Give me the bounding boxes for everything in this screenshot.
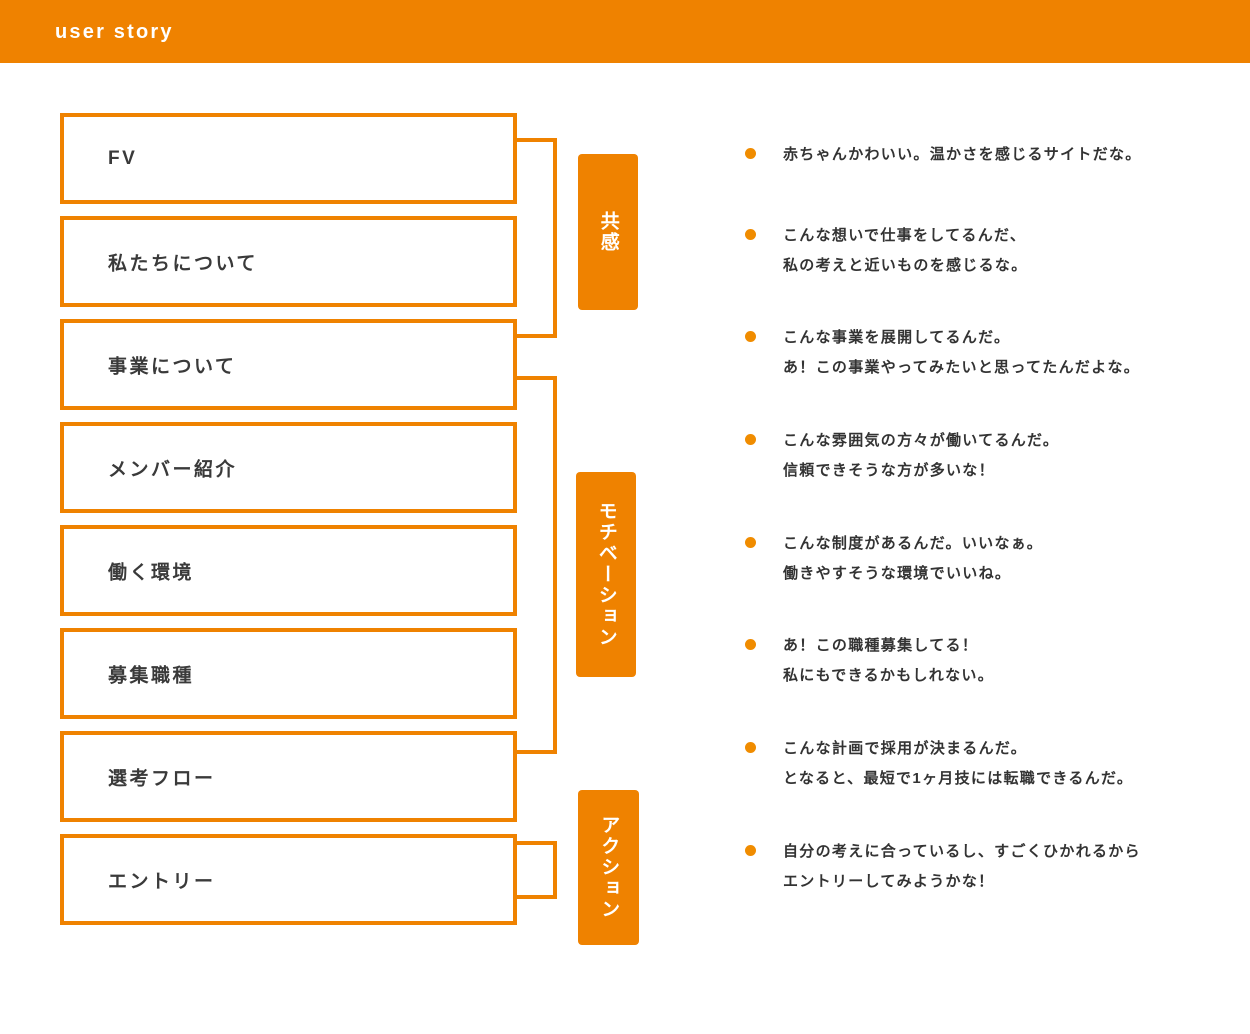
section-box-label: 選考フロー xyxy=(108,768,216,789)
story-line: となると、最短で1ヶ月技には転職できるんだ。 xyxy=(783,770,1134,787)
story-line: 私の考えと近いものを感じるな。 xyxy=(783,257,1028,274)
section-box-label: FV xyxy=(108,147,138,169)
story-line: こんな計画で採用が決まるんだ。 xyxy=(783,740,1028,757)
story-line: 信頼できそうな方が多いな！ xyxy=(783,462,995,479)
story-text: こんな事業を展開してるんだ。 あ！この事業やってみたいと思ってたんだよな。 xyxy=(783,323,1215,383)
story-text: こんな制度があるんだ。いいなぁ。 働きやすそうな環境でいいね。 xyxy=(783,529,1215,589)
story-text: 自分の考えに合っているし、すごくひかれるから エントリーしてみようかな！ xyxy=(783,837,1215,897)
story-line: 私にもできるかもしれない。 xyxy=(783,667,995,684)
section-box-open-positions[interactable]: 募集職種 xyxy=(60,628,517,719)
section-box-label: 事業について xyxy=(108,356,237,377)
list-item: こんな雰囲気の方々が働いてるんだ。 信頼できそうな方が多いな！ xyxy=(745,426,1215,486)
list-item: こんな想いで仕事をしてるんだ、 私の考えと近いものを感じるな。 xyxy=(745,221,1215,281)
page-title: user story xyxy=(55,21,174,43)
section-box-members[interactable]: メンバー紹介 xyxy=(60,422,517,513)
story-text: こんな雰囲気の方々が働いてるんだ。 信頼できそうな方が多いな！ xyxy=(783,426,1215,486)
story-line: こんな事業を展開してるんだ。 xyxy=(783,329,1011,346)
section-box-entry[interactable]: エントリー xyxy=(60,834,517,925)
section-box-work-environment[interactable]: 働く環境 xyxy=(60,525,517,616)
story-text: こんな計画で採用が決まるんだ。 となると、最短で1ヶ月技には転職できるんだ。 xyxy=(783,734,1215,794)
list-item: こんな制度があるんだ。いいなぁ。 働きやすそうな環境でいいね。 xyxy=(745,529,1215,589)
list-item: あ！この職種募集してる！ 私にもできるかもしれない。 xyxy=(745,631,1215,691)
bracket-connector-action xyxy=(517,841,557,899)
story-line: 自分の考えに合っているし、すごくひかれるから xyxy=(783,843,1141,860)
bracket-connector-empathy xyxy=(517,138,557,338)
section-box-label: メンバー紹介 xyxy=(108,459,238,480)
story-line: エントリーしてみようかな！ xyxy=(783,873,995,890)
section-box-list: FV 私たちについて 事業について メンバー紹介 働く環境 募集職種 選考フロー… xyxy=(60,113,517,937)
section-box-label: エントリー xyxy=(108,871,216,892)
story-line: こんな想いで仕事をしてるんだ、 xyxy=(783,227,1027,244)
story-line: 赤ちゃんかわいい。温かさを感じるサイトだな。 xyxy=(783,146,1142,163)
bullet-icon xyxy=(745,639,756,650)
phase-badge-motivation: モチベーション xyxy=(576,472,636,677)
bullet-icon xyxy=(745,148,756,159)
bullet-icon xyxy=(745,434,756,445)
bullet-icon xyxy=(745,331,756,342)
bullet-icon xyxy=(745,742,756,753)
story-text: こんな想いで仕事をしてるんだ、 私の考えと近いものを感じるな。 xyxy=(783,221,1215,281)
phase-badge-action: アクション xyxy=(578,790,639,945)
phase-badge-label: 共感 xyxy=(597,211,619,253)
bullet-icon xyxy=(745,845,756,856)
section-box-label: 働く環境 xyxy=(108,562,195,583)
list-item: こんな事業を展開してるんだ。 あ！この事業やってみたいと思ってたんだよな。 xyxy=(745,323,1215,383)
story-text: あ！この職種募集してる！ 私にもできるかもしれない。 xyxy=(783,631,1215,691)
story-text: 赤ちゃんかわいい。温かさを感じるサイトだな。 xyxy=(783,140,1215,170)
bullet-icon xyxy=(745,229,756,240)
list-item: 赤ちゃんかわいい。温かさを感じるサイトだな。 xyxy=(745,140,1215,170)
list-item: こんな計画で採用が決まるんだ。 となると、最短で1ヶ月技には転職できるんだ。 xyxy=(745,734,1215,794)
story-line: 働きやすそうな環境でいいね。 xyxy=(783,565,1012,582)
bracket-connector-motivation xyxy=(517,376,557,754)
header-bar: user story xyxy=(0,0,1250,63)
section-box-label: 募集職種 xyxy=(108,665,195,686)
story-line: こんな雰囲気の方々が働いてるんだ。 xyxy=(783,432,1060,449)
bullet-icon xyxy=(745,537,756,548)
phase-badge-empathy: 共感 xyxy=(578,154,638,310)
phase-badge-label: モチベーション xyxy=(595,501,617,648)
phase-badge-label: アクション xyxy=(598,815,620,920)
section-box-about-us[interactable]: 私たちについて xyxy=(60,216,517,307)
section-box-selection-flow[interactable]: 選考フロー xyxy=(60,731,517,822)
story-line: あ！この職種募集してる！ xyxy=(783,637,979,654)
story-line: こんな制度があるんだ。いいなぁ。 xyxy=(783,535,1044,552)
section-box-business[interactable]: 事業について xyxy=(60,319,517,410)
story-line: あ！この事業やってみたいと思ってたんだよな。 xyxy=(783,359,1141,376)
section-box-fv[interactable]: FV xyxy=(60,113,517,204)
section-box-label: 私たちについて xyxy=(108,253,258,274)
list-item: 自分の考えに合っているし、すごくひかれるから エントリーしてみようかな！ xyxy=(745,837,1215,897)
